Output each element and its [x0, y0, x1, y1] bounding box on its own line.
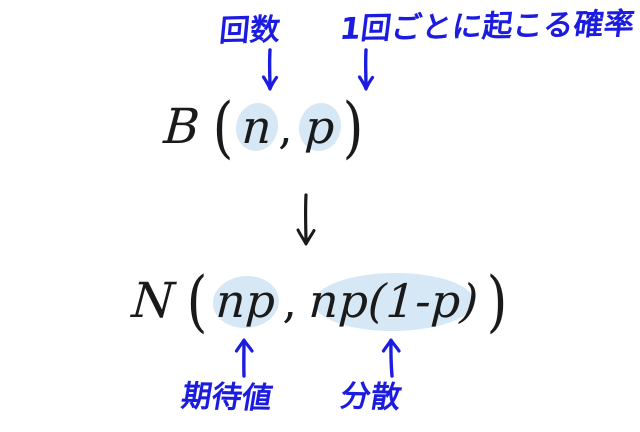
- binomial-open-paren: (: [212, 88, 233, 166]
- label-expected-value: 期待値: [178, 378, 276, 417]
- binomial-comma: ,: [278, 100, 293, 154]
- normal-function-name: N: [130, 273, 177, 329]
- up-arrow-to-mean-icon: [229, 338, 259, 382]
- binomial-distribution-formula: B ( n , p ): [162, 88, 366, 166]
- label-number-of-trials: 回数: [217, 12, 283, 49]
- normal-variance-np1minusp: np(1-p): [301, 272, 485, 330]
- label-per-trial-probability: 1回ごとに起こる確率: [337, 6, 637, 47]
- binomial-close-paren: ): [342, 88, 364, 166]
- up-arrow-to-variance-icon: [376, 338, 406, 382]
- down-arrow-to-p-icon: [351, 48, 381, 98]
- binomial-param-n: n: [234, 98, 279, 156]
- binomial-param-p: p: [297, 98, 341, 156]
- normal-open-paren: (: [186, 262, 208, 340]
- normal-close-paren: ): [486, 262, 508, 340]
- binomial-function-name: B: [162, 99, 202, 155]
- normal-mean-np: np: [209, 272, 283, 330]
- normal-distribution-formula: N ( np , np(1-p) ): [130, 262, 510, 340]
- down-arrow-transform-icon: [289, 192, 323, 254]
- normal-comma: ,: [282, 274, 297, 328]
- label-variance: 分散: [337, 378, 405, 416]
- down-arrow-to-n-icon: [255, 48, 285, 98]
